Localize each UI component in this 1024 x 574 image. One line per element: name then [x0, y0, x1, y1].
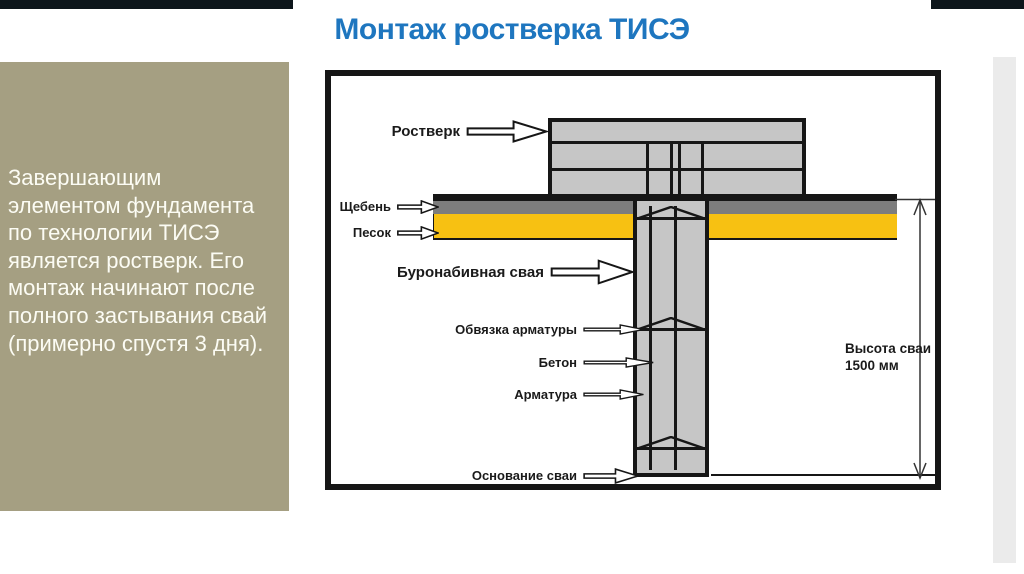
- grillage-divider: [552, 168, 802, 171]
- shcheben-label: Щебень: [339, 199, 391, 214]
- buronabivnaya-svaya-label: Буронабивная свая: [397, 263, 544, 281]
- armatura-arrow-icon: [583, 388, 645, 401]
- bored-pile: [633, 197, 709, 477]
- slide-edge-strip: [993, 57, 1016, 563]
- grillage-rebar-line: [701, 141, 704, 198]
- rostverk-label: Ростверк: [391, 122, 460, 140]
- osnovanie-svai-label: Основание сваи: [471, 468, 577, 483]
- sidebar-text-line: (примерно спустя 3 дня).: [8, 330, 264, 356]
- pile-height-label: Высота сваи 1500 мм: [845, 340, 931, 374]
- callout-osnovanie-svai: Основание сваи: [449, 467, 639, 484]
- armatura-label: Арматура: [514, 386, 577, 402]
- callout-beton: Бетон: [449, 354, 655, 370]
- grillage-rebar-line: [670, 141, 673, 198]
- pile-height-value: 1500 мм: [845, 358, 899, 373]
- grillage-rebar-line: [678, 141, 681, 198]
- page-title: Монтаж ростверка ТИСЭ: [334, 13, 690, 46]
- pile-rebar-line: [674, 206, 677, 470]
- rebar-tie-icon: [637, 436, 705, 450]
- pesok-label: Песок: [352, 225, 391, 240]
- callout-pesok: Песок: [331, 225, 439, 240]
- beton-arrow-icon: [583, 356, 655, 369]
- sidebar-text-line: является ростверк. Его: [8, 247, 244, 273]
- obvyazka-armatury-label: Обвязка арматуры: [455, 321, 577, 337]
- sidebar-text-line: Завершающим: [8, 165, 162, 190]
- callout-rostverk: Ростверк: [384, 119, 548, 143]
- top-bar-left-segment: [0, 0, 293, 9]
- pesok-arrow-icon: [397, 226, 439, 240]
- rebar-tie-icon: [637, 317, 705, 331]
- sidebar-text-line: полного застывания свай: [8, 302, 268, 328]
- callout-obvyazka-armatury: Обвязка арматуры: [449, 321, 645, 337]
- rostverk-arrow-icon: [466, 120, 548, 143]
- sidebar-text-line: по технологии ТИСЭ: [8, 220, 220, 246]
- top-bar-right-segment: [931, 0, 1024, 9]
- pile-height-text: Высота сваи: [845, 341, 932, 356]
- pile-rebar-line: [649, 206, 652, 470]
- buronabivnaya-svaya-arrow-icon: [550, 259, 634, 285]
- callout-shcheben: Щебень: [331, 199, 439, 214]
- beton-label: Бетон: [538, 354, 577, 370]
- shcheben-arrow-icon: [397, 200, 439, 214]
- sidebar-text-line: монтаж начинают после: [8, 275, 255, 301]
- dimension-extension-line: [711, 474, 935, 476]
- sidebar-text-block: Завершающим элементом фундамента по техн…: [0, 62, 289, 511]
- grillage-rebar-line: [646, 141, 649, 198]
- pile-height-dimension-icon: [895, 197, 935, 481]
- sidebar-text-line: элементом фундамента: [8, 192, 255, 218]
- osnovanie-svai-arrow-icon: [583, 468, 639, 484]
- rebar-tie-icon: [637, 206, 705, 220]
- callout-armatura: Арматура: [449, 386, 645, 402]
- obvyazka-armatury-arrow-icon: [583, 323, 645, 336]
- callout-buronabivnaya-svaya: Буронабивная свая: [390, 258, 634, 286]
- grillage-block: [548, 118, 806, 198]
- grillage-divider: [552, 141, 802, 144]
